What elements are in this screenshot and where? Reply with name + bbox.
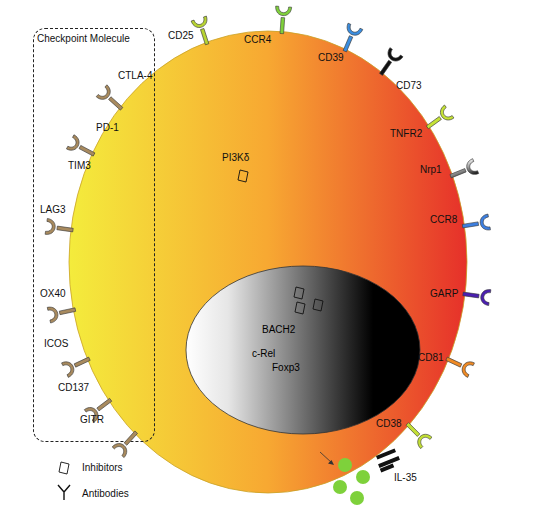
cell-nucleus: BACH2 c-RelFoxp3 (185, 265, 421, 435)
legend-text: Inhibitors (82, 462, 123, 473)
receptor-label: OX40 (40, 288, 66, 300)
transcription-factor: c-Rel (252, 348, 275, 360)
receptor-label: LAG3 (40, 204, 66, 216)
receptor-symbol (461, 214, 490, 234)
group-heading: Checkpoint Molecule (37, 33, 130, 45)
receptor-label: CD81 (418, 352, 444, 364)
shape-fill (69, 31, 467, 493)
checkpoint-receptor (47, 302, 77, 323)
cytokine-chain (376, 448, 396, 459)
receptor-label: TNFR2 (390, 128, 422, 140)
cytokine-label: IL-35 (394, 472, 417, 484)
receptor-label: GARP (430, 288, 458, 300)
cytokine-dot (356, 470, 370, 484)
receptor-symbol (337, 23, 362, 54)
receptor-label: TIM3 (68, 160, 91, 172)
receptor-symbol (448, 159, 479, 184)
receptor-symbol (402, 418, 432, 448)
receptor-label: CCR8 (430, 214, 457, 226)
receptor-symbol (274, 6, 292, 34)
receptor-label: PD-1 (96, 122, 119, 134)
cytokine-dot (338, 458, 352, 472)
receptor-symbol (462, 286, 491, 306)
checkpoint-receptor (112, 427, 142, 458)
checkpoint-receptor (66, 135, 97, 162)
receptor-symbol (374, 48, 403, 79)
inhibitor-symbol (295, 302, 305, 314)
receptor-label: CD25 (168, 30, 194, 42)
legend-entry: Inhibitors (82, 462, 123, 474)
inhibitor-symbol (294, 287, 304, 299)
receptor-label: CD38 (376, 418, 402, 430)
receptor-label: CCR4 (244, 34, 271, 46)
molecule-label: PI3Kδ (222, 152, 249, 164)
arrow-head (328, 460, 334, 465)
legend-antibody-symbol (58, 485, 70, 500)
receptor-label: GITR (80, 414, 104, 426)
receptor-label: CTLA-4 (118, 70, 152, 82)
legend-entry: Antibodies (82, 488, 129, 500)
checkpoint-receptor (45, 218, 74, 238)
receptor-label: CD137 (58, 382, 89, 394)
checkpoint-group-box: Checkpoint Molecule (33, 28, 155, 442)
legend-text: Antibodies (82, 488, 129, 499)
cytokine-chain (380, 464, 394, 473)
checkpoint-receptor (96, 85, 127, 115)
inhibitor-symbol (313, 299, 323, 311)
cytokine-dot (350, 491, 364, 505)
cytokine-dot (333, 480, 347, 494)
receptor-symbol (191, 16, 215, 47)
inhibitor-symbol (238, 170, 248, 182)
shape-outline (185, 265, 421, 435)
receptor-label: Nrp1 (420, 164, 442, 176)
legend-inhibitor-symbol (59, 462, 69, 474)
shape-fill (186, 266, 420, 434)
receptor-label: ICOS (44, 338, 68, 350)
receptor-symbol (423, 105, 454, 134)
checkpoint-receptor (62, 351, 93, 377)
transcription-factor: BACH2 (262, 324, 295, 336)
receptor-label: CD39 (318, 52, 344, 64)
receptor-label: CD73 (396, 80, 422, 92)
receptor-symbol (443, 351, 474, 377)
transcription-factor: Foxp3 (272, 362, 300, 374)
